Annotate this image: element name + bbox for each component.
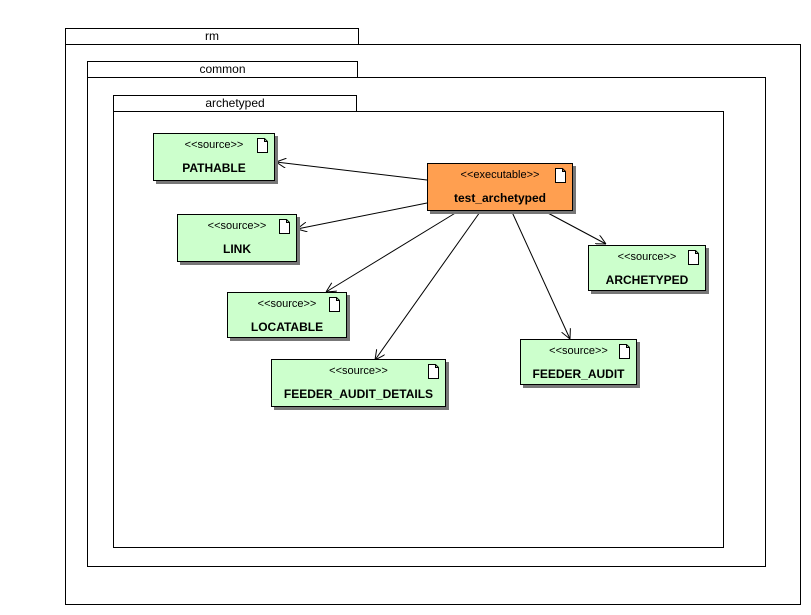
node-archetyped[interactable]: <<source>> ARCHETYPED bbox=[588, 245, 706, 291]
node-stereotype: <<source>> bbox=[617, 251, 677, 263]
package-label-common: common bbox=[199, 62, 246, 76]
node-pathable[interactable]: <<source>> PATHABLE bbox=[153, 133, 275, 181]
node-feeder-audit-details[interactable]: <<source>> FEEDER_AUDIT_DETAILS bbox=[271, 359, 446, 407]
document-icon bbox=[329, 297, 340, 312]
package-label-archetyped: archetyped bbox=[205, 96, 265, 110]
node-name: LOCATABLE bbox=[250, 320, 324, 334]
document-icon bbox=[619, 344, 630, 359]
node-stereotype: <<source>> bbox=[549, 345, 608, 357]
edge-to-feeder-audit-details bbox=[375, 211, 481, 360]
edge-to-archetyped bbox=[545, 211, 606, 244]
node-name: FEEDER_AUDIT_DETAILS bbox=[283, 387, 434, 401]
node-stereotype: <<source>> bbox=[329, 365, 388, 377]
document-icon bbox=[257, 138, 268, 153]
package-tab-common: common bbox=[87, 61, 358, 78]
edge-to-locatable bbox=[326, 211, 458, 292]
package-archetyped bbox=[113, 111, 724, 548]
node-link[interactable]: <<source>> LINK bbox=[177, 214, 297, 262]
edge-to-link bbox=[297, 202, 428, 229]
document-icon bbox=[555, 168, 566, 183]
node-name: ARCHETYPED bbox=[605, 273, 689, 287]
node-stereotype: <<executable>> bbox=[460, 169, 540, 181]
package-label-rm: rm bbox=[205, 29, 219, 43]
node-name: PATHABLE bbox=[182, 161, 246, 175]
edge-to-pathable bbox=[276, 162, 428, 181]
node-stereotype: <<source>> bbox=[257, 298, 317, 310]
document-icon bbox=[428, 364, 439, 379]
document-icon bbox=[279, 219, 290, 234]
node-stereotype: <<source>> bbox=[184, 139, 244, 151]
node-name: FEEDER_AUDIT bbox=[532, 367, 625, 381]
node-locatable[interactable]: <<source>> LOCATABLE bbox=[227, 292, 347, 338]
node-name: test_archetyped bbox=[453, 191, 547, 205]
node-name: LINK bbox=[223, 242, 251, 256]
node-feeder-audit[interactable]: <<source>> FEEDER_AUDIT bbox=[520, 339, 637, 385]
document-icon bbox=[688, 250, 699, 265]
node-test-archetyped[interactable]: <<executable>> test_archetyped bbox=[427, 163, 573, 211]
edge-to-feeder-audit bbox=[511, 211, 570, 339]
node-stereotype: <<source>> bbox=[207, 220, 267, 232]
